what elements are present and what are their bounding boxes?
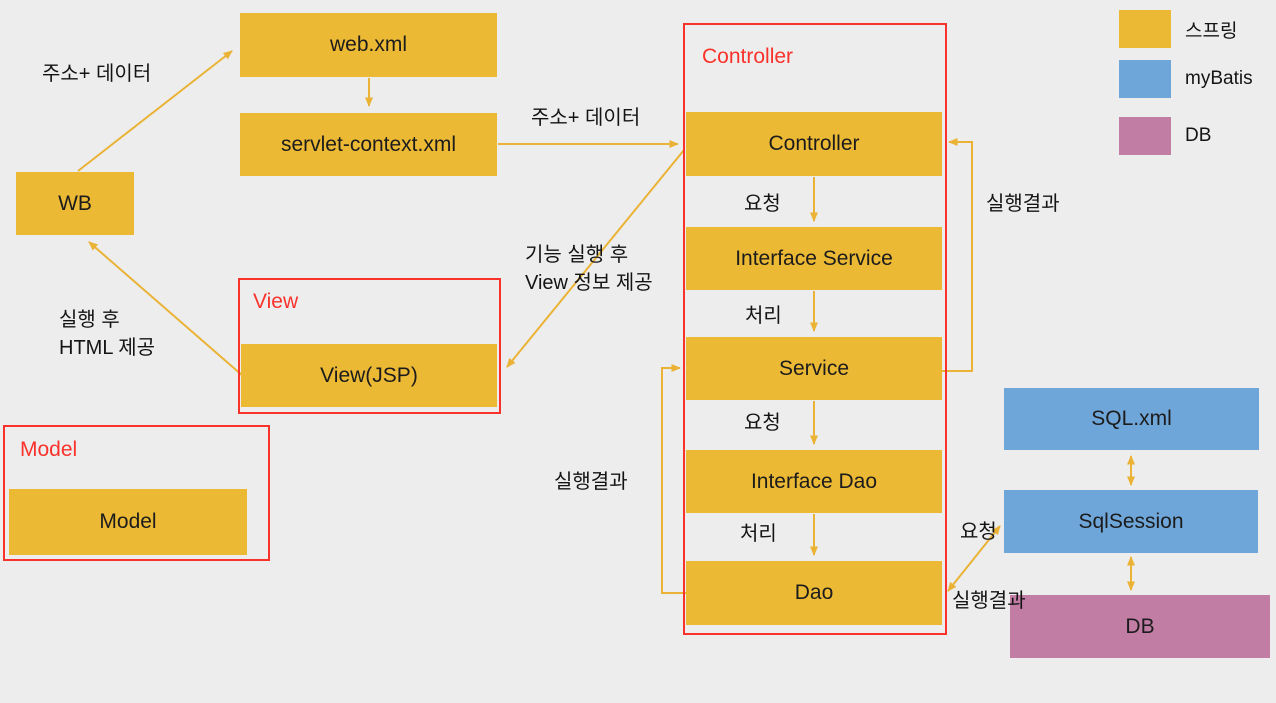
node-db: DB: [1010, 595, 1270, 658]
label-exec-html-line2: HTML 제공: [59, 337, 156, 359]
label-func-exec-line1: 기능 실행 후: [525, 244, 629, 266]
legend-chip-mybatis: [1119, 60, 1171, 98]
node-view-jsp: View(JSP): [241, 344, 497, 407]
node-controller: Controller: [686, 112, 942, 176]
model-group-label: Model: [20, 438, 78, 461]
legend-label-db: DB: [1185, 125, 1212, 146]
legend-label-mybatis: myBatis: [1185, 68, 1253, 89]
node-sqlsession: SqlSession: [1004, 490, 1258, 553]
label-exec-result-sqlsession: 실행결과: [952, 590, 1026, 612]
label-exec-html-line1: 실행 후: [59, 309, 120, 331]
label-exec-result-left: 실행결과: [554, 471, 628, 493]
label-process-1: 처리: [745, 305, 782, 327]
node-wb: WB: [16, 172, 134, 235]
node-servlet-context-xml: servlet-context.xml: [240, 113, 497, 176]
legend-label-spring: 스프링: [1185, 20, 1238, 42]
node-web-xml: web.xml: [240, 13, 497, 77]
node-sql-xml: SQL.xml: [1004, 388, 1259, 450]
view-group-container: [238, 278, 501, 414]
model-group-container: [3, 425, 270, 561]
legend-item-spring: 스프링: [1119, 10, 1237, 48]
node-dao: Dao: [686, 561, 942, 625]
legend-item-db: DB: [1119, 117, 1211, 155]
label-exec-html: 실행 후 HTML 제공: [59, 306, 155, 362]
label-process-2: 처리: [740, 523, 777, 545]
controller-group-label: Controller: [702, 45, 794, 68]
label-request-1: 요청: [744, 193, 781, 215]
label-address-data-top: 주소+ 데이터: [42, 63, 152, 85]
label-func-exec-line2: View 정보 제공: [525, 272, 653, 294]
legend-chip-spring: [1119, 10, 1171, 48]
controller-group-container: [683, 23, 947, 635]
node-interface-service: Interface Service: [686, 227, 942, 290]
label-address-data-mid: 주소+ 데이터: [531, 107, 641, 129]
view-group-label: View: [253, 290, 299, 313]
node-model: Model: [9, 489, 247, 555]
label-request-sqlsession: 요청: [960, 521, 997, 543]
label-request-2: 요청: [744, 412, 781, 434]
legend-item-mybatis: myBatis: [1119, 60, 1253, 98]
node-service: Service: [686, 337, 942, 400]
label-func-exec: 기능 실행 후 View 정보 제공: [525, 241, 653, 297]
node-interface-dao: Interface Dao: [686, 450, 942, 513]
label-exec-result-right: 실행결과: [986, 193, 1060, 215]
legend-chip-db: [1119, 117, 1171, 155]
